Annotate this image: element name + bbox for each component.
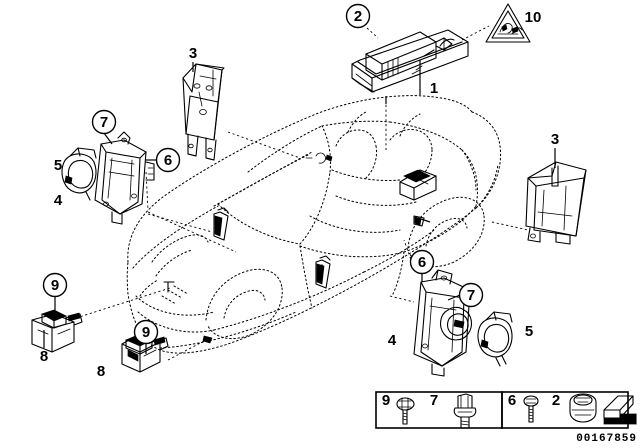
callout-label-6-left: 6	[164, 152, 172, 169]
front-crash-sensor-left	[31, 309, 83, 353]
callout-circle-2[interactable]	[345, 3, 371, 29]
cable-retaining-clip-left	[61, 147, 97, 201]
callout-circle-6-left[interactable]	[155, 147, 181, 173]
cable-retaining-clip-right	[477, 311, 513, 367]
callout-label-8-left: 8	[40, 348, 48, 365]
airbag-warning-triangle-label	[485, 3, 531, 43]
callout-circle-6-right[interactable]	[409, 249, 435, 275]
diagram-id-code: 00167859	[576, 433, 637, 445]
legend-number-7: 7	[430, 392, 438, 409]
hex-flange-nut-icon-2	[569, 393, 597, 423]
part-airbag-control-module	[351, 29, 469, 93]
satellite-sensor-right	[413, 269, 473, 377]
callout-circle-9-left[interactable]	[42, 272, 68, 298]
callout-label-5-left: 5	[54, 157, 62, 174]
leader-lines	[43, 25, 556, 361]
callout-label-7-right: 7	[467, 287, 475, 304]
callout-label-3-left: 3	[189, 45, 197, 62]
callout-label-7-left: 7	[100, 114, 108, 131]
callout-label-9-right: 9	[142, 324, 150, 341]
callout-circle-7-left[interactable]	[91, 109, 117, 135]
legend-number-9: 9	[382, 392, 390, 409]
legend-box: 9 7	[375, 391, 637, 445]
in-car-component-markers	[163, 152, 437, 344]
callout-label-1: 1	[430, 80, 438, 97]
callout-label-5-right: 5	[525, 323, 533, 340]
hex-flange-bolt-icon-7	[453, 393, 477, 429]
callout-label-2: 2	[354, 8, 362, 25]
callout-circle-7-right[interactable]	[458, 282, 484, 308]
mounting-bracket-right	[525, 161, 587, 245]
callout-label-4-left: 4	[54, 192, 63, 209]
callout-label-8-right: 8	[97, 363, 105, 380]
direction-of-travel-wedge-arrow-icon	[603, 395, 637, 425]
legend-number-6: 6	[508, 392, 516, 409]
legend-number-2: 2	[552, 392, 560, 409]
callout-layer: 2 1 10 3 3 7 6 5 4 9 8 9	[40, 3, 559, 380]
callout-label-3-right: 3	[551, 131, 559, 148]
slotted-pan-head-screw-icon-9	[396, 397, 415, 425]
legend-cell-left	[375, 391, 503, 429]
mounting-bracket-left	[182, 63, 225, 161]
satellite-sensor-left	[94, 131, 155, 225]
callout-label-10: 10	[525, 9, 542, 26]
slotted-pan-head-screw-icon-6	[523, 395, 539, 423]
callout-circle-9-right[interactable]	[133, 319, 159, 345]
callout-label-6-right: 6	[418, 254, 426, 271]
callout-label-4-right: 4	[388, 332, 397, 349]
callout-label-9-left: 9	[51, 277, 59, 294]
vehicle-ghost-outline	[126, 95, 502, 354]
front-crash-sensor-right	[121, 333, 169, 373]
